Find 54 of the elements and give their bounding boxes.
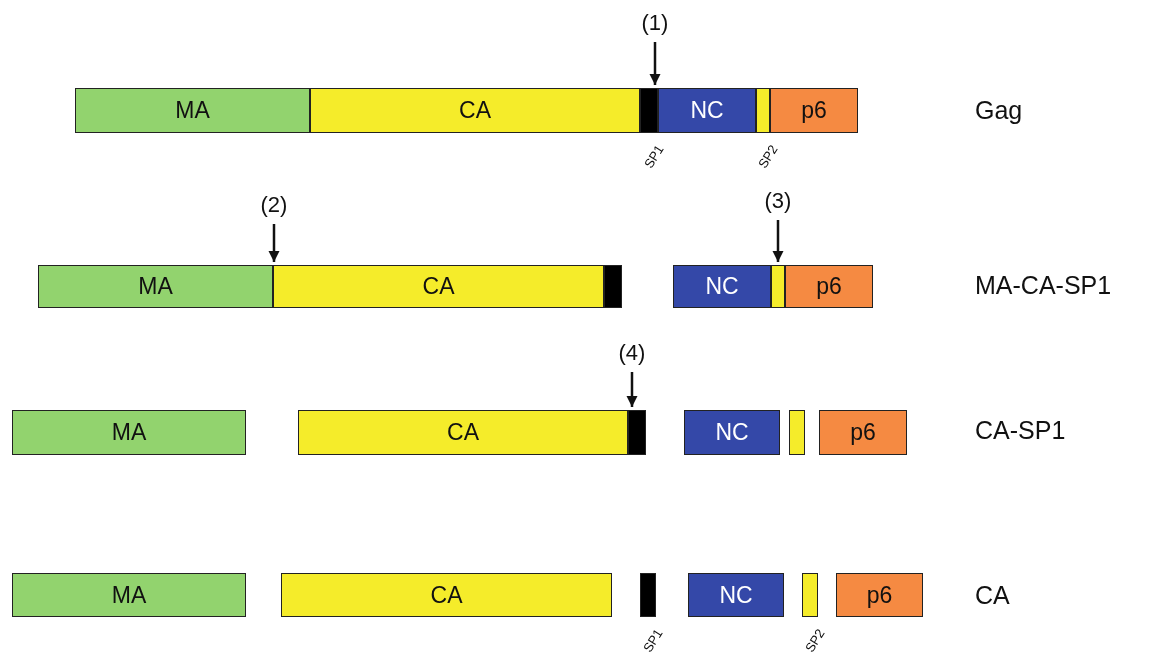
domain-label: CA [430,581,463,609]
protein-domain-bar [770,88,858,133]
domain-label: p6 [816,273,842,300]
protein-domain-bar [819,410,907,455]
protein-domain-bar [298,410,628,455]
spacer-peptide-label: SP1 [641,142,667,171]
domain-label: MA [111,581,147,609]
domain-label: NC [690,97,724,124]
spacer-peptide-bar [771,265,785,308]
cleavage-site-number: (3) [758,186,798,216]
arrow [772,220,784,262]
protein-domain-bar [836,573,923,617]
protein-domain-bar [310,88,640,133]
protein-domain-bar [658,88,756,133]
protein-domain-bar [38,265,273,308]
protein-domain-bar [684,410,780,455]
domain-label: CA [459,97,491,124]
domain-label: CA [422,273,455,300]
protein-domain-bar [12,410,246,455]
domain-label: NC [719,581,753,609]
protein-domain-bar [688,573,784,617]
spacer-peptide-label: SP1 [640,626,666,655]
spacer-peptide-bar [789,410,805,455]
cleavage-site-number: (1) [635,8,675,38]
spacer-peptide-bar [802,573,818,617]
spacer-peptide-bar [628,410,646,455]
protein-product-label: Gag [975,96,1023,125]
protein-domain-bar [281,573,612,617]
protein-domain-bar [273,265,604,308]
protein-product-label: CA-SP1 [975,416,1066,445]
arrow [649,42,661,85]
domain-label: p6 [850,419,876,446]
protein-domain-bar [785,265,873,308]
domain-label: CA [447,419,479,446]
domain-label: NC [715,419,749,446]
spacer-peptide-bar [640,573,656,617]
arrow [626,372,638,407]
protein-product-label: CA [975,581,1010,610]
domain-label: NC [705,273,739,300]
protein-domain-bar [75,88,310,133]
spacer-peptide-bar [604,265,622,308]
spacer-peptide-bar [756,88,770,133]
domain-label: MA [111,419,147,446]
domain-label: MA [138,273,173,300]
protein-domain-bar [12,573,246,617]
arrow [268,224,280,262]
domain-label: MA [175,97,210,124]
domain-label: p6 [866,581,893,609]
spacer-peptide-bar [640,88,658,133]
cleavage-site-number: (2) [254,190,294,220]
domain-label: p6 [801,97,827,124]
protein-domain-bar [673,265,771,308]
protein-product-label: MA-CA-SP1 [975,271,1112,300]
cleavage-site-number: (4) [612,338,652,368]
